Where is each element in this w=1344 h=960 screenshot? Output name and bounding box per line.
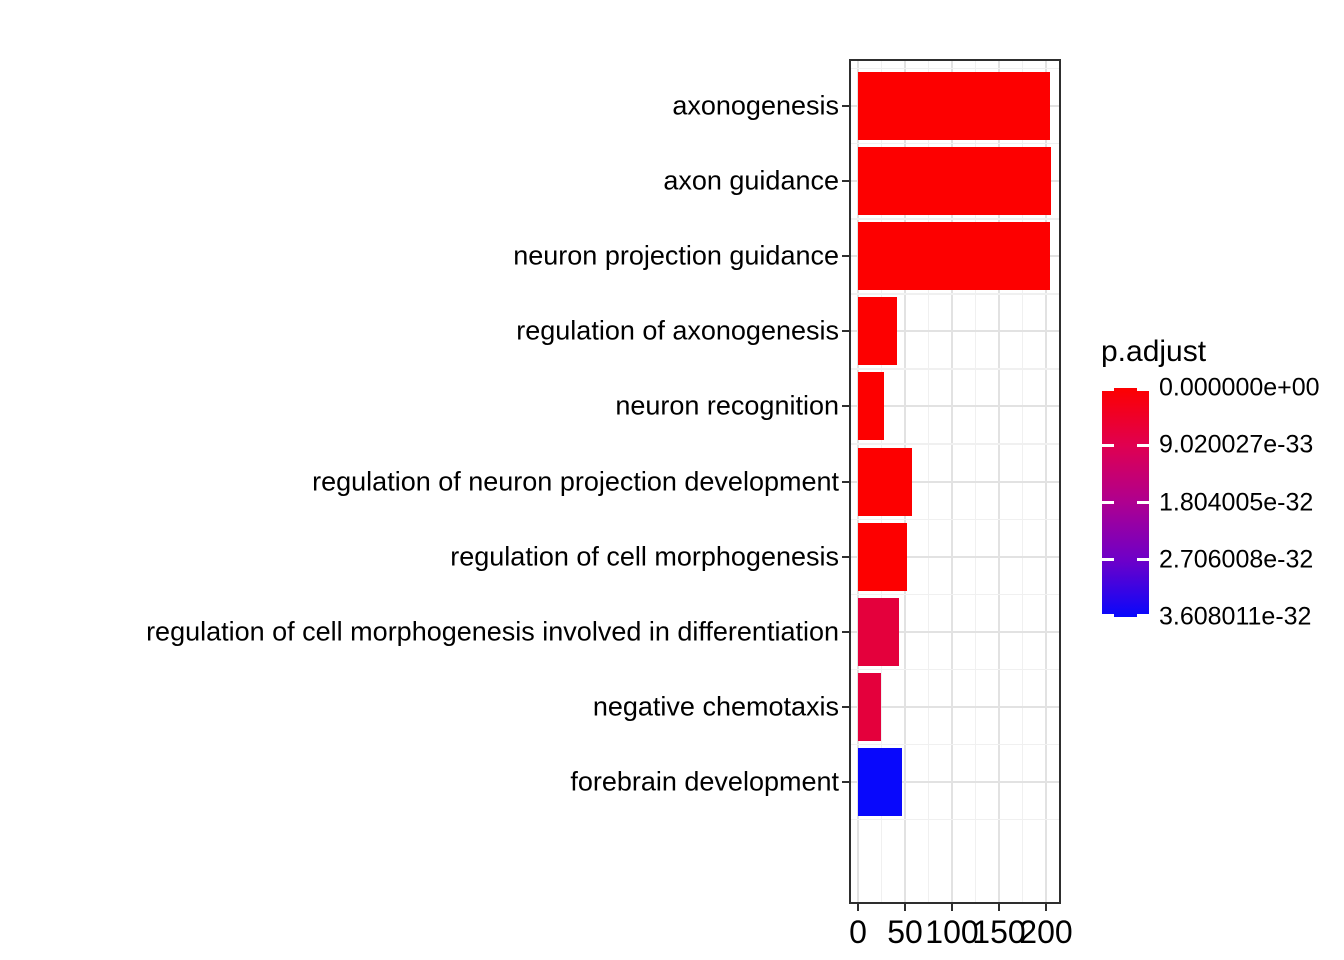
legend-gradient-bar: [1102, 388, 1149, 617]
y-tick: [842, 555, 850, 558]
y-tick: [842, 780, 850, 783]
category-label: regulation of cell morphogenesis involve…: [146, 616, 839, 647]
gridline-horizontal-major: [851, 630, 1059, 633]
legend-label: 9.020027e-33: [1159, 430, 1314, 459]
gridline-horizontal-minor: [851, 668, 1059, 671]
gridline-horizontal-major: [851, 330, 1059, 333]
legend-tick: [1102, 558, 1114, 562]
category-label: axonogenesis: [672, 90, 839, 121]
bar: [858, 673, 881, 741]
bar: [858, 748, 902, 816]
legend-tick: [1102, 443, 1114, 447]
x-tick: [1045, 904, 1047, 911]
gridline-horizontal-minor: [851, 518, 1059, 520]
gridline-horizontal-minor: [851, 218, 1059, 220]
x-tick: [951, 904, 953, 911]
bar: [858, 147, 1051, 215]
legend-tick: [1102, 388, 1114, 391]
category-label: axon guidance: [663, 165, 839, 196]
x-tick: [904, 904, 906, 911]
bar: [858, 448, 912, 516]
category-label: forebrain development: [570, 766, 839, 797]
x-tick-label: 200: [1019, 914, 1073, 950]
legend-tick: [1102, 614, 1114, 617]
y-tick: [842, 180, 850, 183]
y-tick: [842, 255, 850, 258]
x-tick-label: 0: [849, 914, 867, 950]
x-tick-label: 50: [887, 914, 923, 950]
gridline-horizontal-minor: [851, 68, 1059, 70]
legend-label: 1.804005e-32: [1159, 488, 1314, 516]
category-label: neuron projection guidance: [513, 240, 839, 271]
gridline-horizontal-major: [851, 555, 1059, 558]
y-tick: [842, 480, 850, 483]
category-label: regulation of axonogenesis: [516, 315, 839, 346]
plot-panel: [849, 59, 1061, 904]
gridline-horizontal-major: [851, 405, 1059, 408]
y-tick: [842, 330, 850, 333]
legend-label: 0.000000e+00: [1159, 373, 1320, 402]
category-label: regulation of cell morphogenesis: [450, 541, 839, 572]
y-tick: [842, 705, 850, 708]
x-tick-label: 150: [972, 914, 1026, 950]
gridline-horizontal-minor: [851, 818, 1059, 821]
gridline-horizontal-minor: [851, 443, 1059, 445]
x-tick-label: 100: [925, 914, 979, 950]
category-label: neuron recognition: [615, 390, 839, 421]
legend-title: p.adjust: [1101, 335, 1207, 368]
legend-tick: [1102, 501, 1114, 504]
category-label: regulation of neuron projection developm…: [312, 466, 839, 496]
gridline-horizontal-minor: [851, 293, 1059, 295]
gridline-horizontal-minor: [851, 593, 1059, 596]
y-tick: [842, 105, 850, 108]
legend-tick: [1137, 501, 1149, 504]
y-tick: [842, 405, 850, 408]
gridline-horizontal-major: [851, 480, 1059, 483]
legend-tick: [1137, 388, 1149, 391]
legend-label: 3.608011e-32: [1159, 602, 1312, 631]
y-tick: [842, 630, 850, 633]
legend-tick: [1137, 614, 1149, 617]
x-tick: [998, 904, 1000, 911]
x-tick: [857, 904, 859, 911]
legend-label: 2.706008e-32: [1159, 545, 1314, 574]
gridline-horizontal-minor: [851, 143, 1059, 145]
bar: [858, 372, 884, 440]
category-label: negative chemotaxis: [592, 691, 839, 722]
legend-tick: [1137, 443, 1149, 447]
bar: [858, 222, 1050, 290]
bar: [858, 72, 1050, 140]
legend-tick: [1137, 558, 1149, 562]
gridline-horizontal-major: [851, 780, 1059, 783]
bar: [858, 523, 907, 591]
gridline-horizontal-minor: [851, 368, 1059, 370]
gridline-horizontal-major: [851, 705, 1059, 708]
gridline-horizontal-minor: [851, 743, 1059, 746]
bar: [858, 598, 899, 666]
bar: [858, 297, 897, 365]
